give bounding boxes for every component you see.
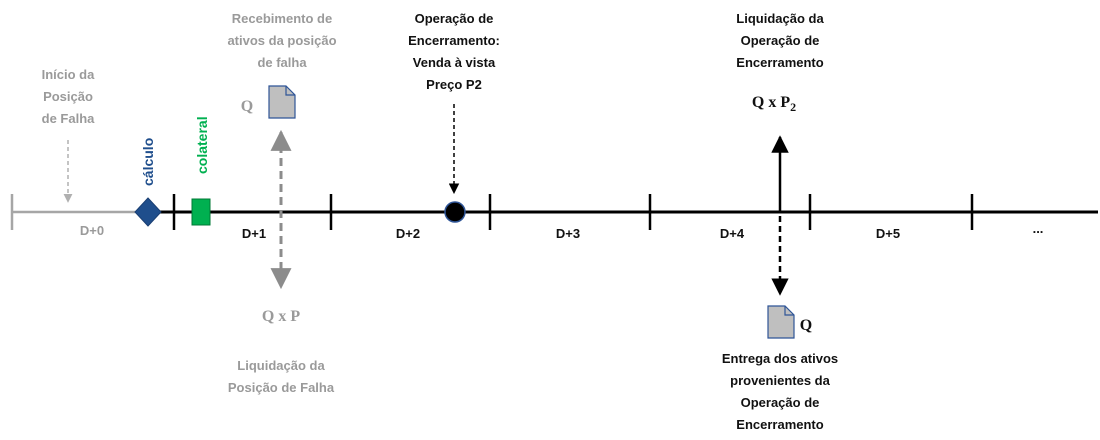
- liquidacao-falha-line1: Liquidação da: [237, 358, 325, 373]
- collateral-label: colateral: [194, 116, 210, 174]
- inicio-label-line1: Início da: [42, 67, 96, 82]
- operacao-label-line2: Encerramento:: [408, 33, 500, 48]
- day-label-d4: D+4: [720, 226, 745, 241]
- entrega-label-line3: Operação de: [741, 395, 820, 410]
- day-label-d3: D+3: [556, 226, 580, 241]
- recebimento-label-line1: Recebimento de: [232, 11, 332, 26]
- entrega-label-line4: Encerramento: [736, 417, 823, 432]
- day-label-d0: D+0: [80, 223, 104, 238]
- document-icon: [767, 305, 795, 339]
- liquidacao-enc-line2: Operação de: [741, 33, 820, 48]
- document-icon: [268, 85, 296, 119]
- diamond-icon: [134, 197, 162, 227]
- day-label-d2: D+2: [396, 226, 420, 241]
- entrega-q-label: Q: [800, 317, 812, 334]
- qxp-label: Q x P: [262, 308, 300, 325]
- recebimento-q-label: Q: [241, 98, 253, 115]
- document-icon-fold: [784, 306, 794, 316]
- qxp2-label: Q x P2: [752, 94, 796, 114]
- recebimento-label-line3: de falha: [257, 55, 307, 70]
- collateral-marker: [191, 198, 211, 226]
- document-icon-fold: [285, 86, 295, 96]
- operacao-label-line4: Preço P2: [426, 77, 482, 92]
- circle-icon: [444, 201, 466, 223]
- inicio-label-line2: Posição: [43, 89, 93, 104]
- qxp2-main: Q x P: [752, 94, 790, 111]
- operacao-label-line3: Venda à vista: [413, 55, 496, 70]
- liquidacao-falha-line2: Posição de Falha: [228, 380, 335, 395]
- qxp2-subscript: 2: [790, 100, 796, 114]
- inicio-label-line3: de Falha: [42, 111, 96, 126]
- day-label-ellipsis: ...: [1033, 221, 1044, 236]
- entrega-label-line1: Entrega dos ativos: [722, 351, 838, 366]
- operacao-label-line1: Operação de: [415, 11, 494, 26]
- day-label-d5: D+5: [876, 226, 900, 241]
- day-label-d1: D+1: [242, 226, 266, 241]
- liquidacao-enc-line1: Liquidação da: [736, 11, 824, 26]
- calc-label: cálculo: [140, 138, 156, 186]
- entrega-label-line2: provenientes da: [730, 373, 830, 388]
- recebimento-label-line2: ativos da posição: [227, 33, 336, 48]
- liquidacao-enc-line3: Encerramento: [736, 55, 823, 70]
